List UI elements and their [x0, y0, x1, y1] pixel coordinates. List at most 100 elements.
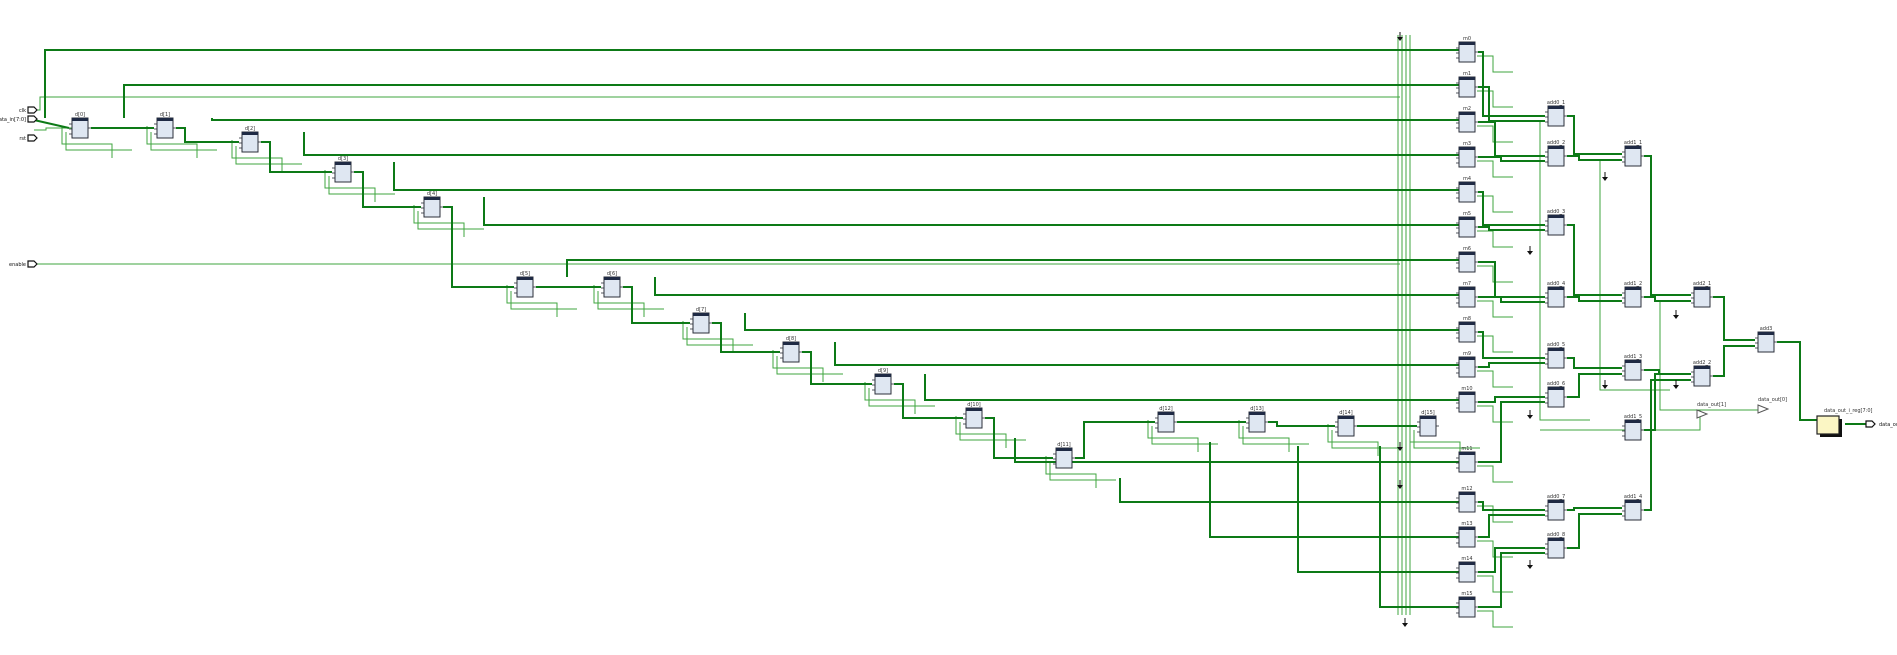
multiplier-cell[interactable]: m4: [1456, 176, 1478, 203]
buffer-icon: [1696, 409, 1709, 419]
mult-out-bus: [1478, 501, 1545, 511]
adder-cell-l1[interactable]: add0_2: [1545, 140, 1567, 167]
adder-cell-l1[interactable]: add0_1: [1545, 100, 1567, 127]
multiplier-cell[interactable]: m2: [1456, 106, 1478, 133]
adder-l1-bus: [1567, 357, 1622, 369]
delay-register[interactable]: d[1]: [154, 112, 176, 139]
multiplier-cell[interactable]: m1: [1456, 71, 1478, 98]
multiplier-cell[interactable]: m15: [1456, 591, 1478, 618]
multiplier-cell[interactable]: m3: [1456, 141, 1478, 168]
delay-control-wire: [146, 126, 198, 158]
output-register[interactable]: data_out_i_reg[7:0]: [1816, 408, 1873, 437]
mult-out-bus: [1478, 514, 1545, 538]
delay-register[interactable]: d[13]: [1246, 406, 1268, 433]
ground-symbol: [1527, 251, 1533, 255]
adder-cell-l2[interactable]: add1_4: [1622, 494, 1644, 521]
multiplier-cell[interactable]: m0: [1456, 36, 1478, 63]
input-port-clk[interactable]: clk: [19, 106, 38, 114]
cell-header: [1548, 215, 1564, 218]
cell-header: [1249, 412, 1265, 415]
multiplier-cell[interactable]: m13: [1456, 521, 1478, 548]
delay-register[interactable]: d[3]: [332, 156, 354, 183]
adder-cell-l1[interactable]: add0_4: [1545, 281, 1567, 308]
tap-bus: [834, 342, 1459, 366]
multiplier-cell[interactable]: m6: [1456, 246, 1478, 273]
cell-header: [424, 197, 440, 200]
delay-register[interactable]: d[5]: [514, 271, 536, 298]
multiplier-cell[interactable]: m10: [1456, 386, 1478, 413]
adder-cell-l3[interactable]: add2_2: [1691, 360, 1713, 387]
multiplier-cell[interactable]: m9: [1456, 351, 1478, 378]
multiplier-cell[interactable]: m8: [1456, 316, 1478, 343]
cell-header: [1459, 562, 1475, 565]
mult-return-wire: [1477, 55, 1513, 73]
delay-register[interactable]: d[0]: [69, 112, 91, 139]
ground-symbol: [1673, 315, 1679, 319]
delay-control-wire: [955, 416, 1007, 448]
cell-label: m15: [1461, 591, 1472, 597]
mult-out-bus: [1478, 86, 1545, 122]
delay-register[interactable]: d[12]: [1155, 406, 1177, 433]
adder-cell-l1[interactable]: add0_3: [1545, 209, 1567, 236]
delay-control-wire: [1238, 420, 1290, 452]
adder-cell-l1[interactable]: add0_8: [1545, 532, 1567, 559]
multiplier-cell[interactable]: m7: [1456, 281, 1478, 308]
delay-register[interactable]: d[4]: [421, 191, 443, 218]
adder-cell-l2[interactable]: add1_1: [1622, 140, 1644, 167]
delay-chain-bus: [802, 351, 872, 385]
data-bus-wires: [33, 49, 1866, 608]
delay-register[interactable]: d[2]: [239, 126, 261, 153]
cell-header: [1459, 252, 1475, 255]
delay-register[interactable]: d[6]: [601, 271, 623, 298]
adder-cell-l2[interactable]: add1_2: [1622, 281, 1644, 308]
delay-chain-bus: [1075, 421, 1155, 459]
adder-cell-l3[interactable]: add2_1: [1691, 281, 1713, 308]
delay-control-wire: [1147, 420, 1199, 452]
cell-header: [604, 277, 620, 280]
delay-register[interactable]: d[9]: [872, 368, 894, 395]
adder-feed-wire: [1540, 409, 1760, 431]
mult-out-bus: [1478, 226, 1545, 231]
cell-label: m3: [1463, 141, 1471, 147]
adder-cell-l1[interactable]: add0_6: [1545, 381, 1567, 408]
adder-cell-l2[interactable]: add1_5: [1622, 414, 1644, 441]
adder-feed-wire: [1659, 300, 1720, 411]
delay-register[interactable]: d[10]: [963, 402, 985, 429]
ground-symbol: [1673, 385, 1679, 389]
input-port-data-in[interactable]: data_in[7:0]: [0, 115, 38, 123]
input-port-icon: [27, 260, 38, 268]
adder-l1-bus: [1567, 513, 1622, 549]
ground-icon: [1602, 172, 1608, 181]
cell-layer: d[0] d[1] d[2] d[3] d[4] d[5] d[6] d[7] d[8] d[9]…: [69, 32, 1873, 627]
input-port-enable[interactable]: enable: [9, 260, 38, 268]
delay-control-wire: [1413, 430, 1480, 449]
delay-register[interactable]: d[14]: [1335, 410, 1357, 437]
delay-register[interactable]: d[15]: [1417, 410, 1439, 437]
delay-register[interactable]: d[7]: [690, 307, 712, 334]
output-port-data-out[interactable]: data_out[7:0]: [1865, 420, 1897, 428]
adder-cell-l2[interactable]: add1_3: [1622, 354, 1644, 381]
ground-symbol: [1402, 623, 1408, 627]
adder-cell-l1[interactable]: add0_5: [1545, 342, 1567, 369]
multiplier-cell[interactable]: m12: [1456, 486, 1478, 513]
adder-l1-bus: [1567, 507, 1622, 511]
adder-cell-l4[interactable]: add3: [1755, 326, 1777, 353]
ground-symbol: [1527, 565, 1533, 569]
delay-register[interactable]: d[11]: [1053, 442, 1075, 469]
cell-header: [1158, 412, 1174, 415]
input-port-rst[interactable]: rst: [19, 134, 38, 142]
mult-out-bus: [1478, 156, 1545, 162]
tap-bus: [1014, 438, 1459, 463]
buffer-cell[interactable]: data_out[1]: [1696, 402, 1726, 419]
adder-cell-l1[interactable]: add0_7: [1545, 494, 1567, 521]
register-body: [1816, 415, 1840, 435]
multiplier-cell[interactable]: m14: [1456, 556, 1478, 583]
buffer-cell[interactable]: data_out[0]: [1757, 397, 1787, 414]
buffer-label: data_out[1]: [1697, 402, 1726, 408]
ground-icon: [1673, 380, 1679, 389]
multiplier-cell[interactable]: m11: [1456, 446, 1478, 473]
multiplier-cell[interactable]: m5: [1456, 211, 1478, 238]
delay-register[interactable]: d[8]: [780, 336, 802, 363]
ground-symbol: [1602, 385, 1608, 389]
delay-control-wire: [328, 176, 395, 195]
